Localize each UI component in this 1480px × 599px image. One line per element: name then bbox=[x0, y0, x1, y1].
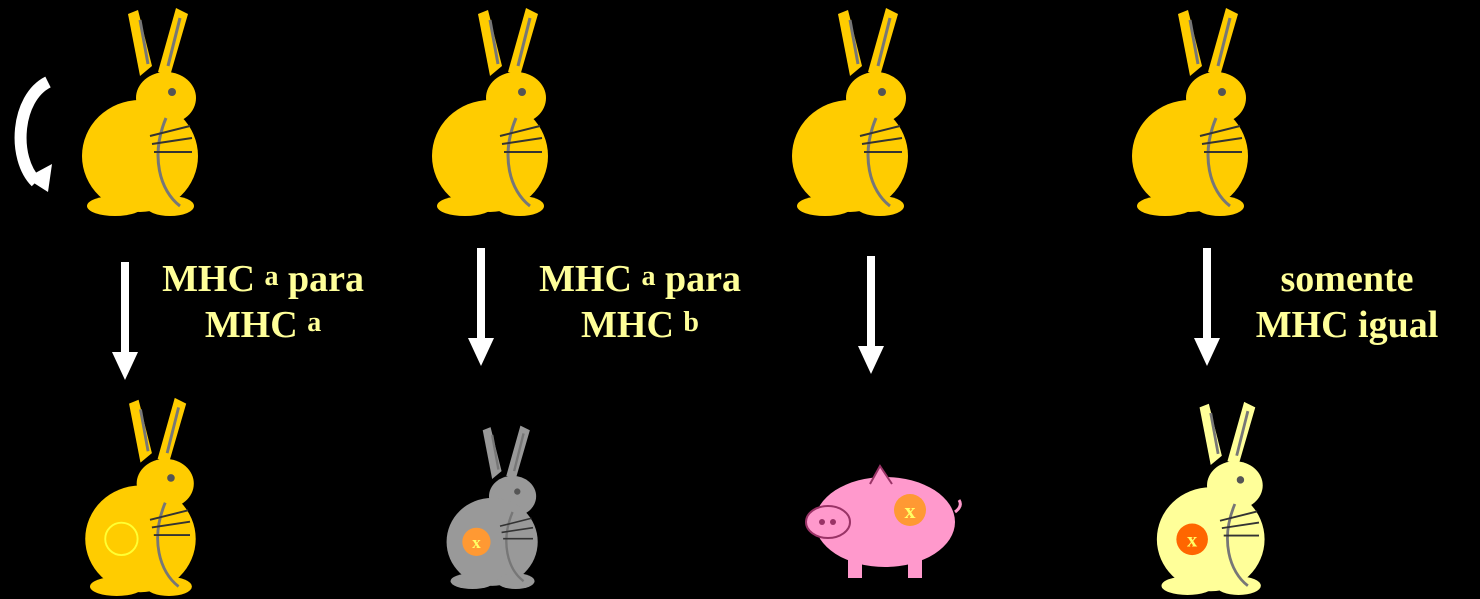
graft-mark: x bbox=[472, 533, 481, 552]
label-autograft: MHC a para MHC a bbox=[162, 258, 364, 346]
recipient-pig: x bbox=[805, 464, 962, 578]
donor-rabbit-1 bbox=[82, 8, 198, 216]
down-arrow-icon bbox=[858, 256, 884, 374]
down-arrow-icon bbox=[112, 262, 138, 380]
label-syngeneic: somente MHC igual bbox=[1255, 258, 1439, 346]
donor-rabbit-4 bbox=[1132, 8, 1248, 216]
graft-site-circle bbox=[104, 521, 139, 556]
recipient-rabbit-same bbox=[85, 397, 196, 596]
donor-rabbit-3 bbox=[792, 8, 908, 216]
label-allograft: MHC a para MHC b bbox=[539, 258, 741, 346]
recipient-rabbit-pale: x bbox=[1156, 401, 1265, 595]
curved-arrow-icon bbox=[14, 76, 52, 192]
down-arrow-icon bbox=[468, 248, 494, 366]
donor-rabbit-2 bbox=[432, 8, 548, 216]
down-arrow-icon bbox=[1194, 248, 1220, 366]
recipient-rabbit-gray: x bbox=[446, 425, 538, 589]
graft-mark: x bbox=[1187, 530, 1198, 552]
graft-mark: x bbox=[905, 498, 916, 523]
